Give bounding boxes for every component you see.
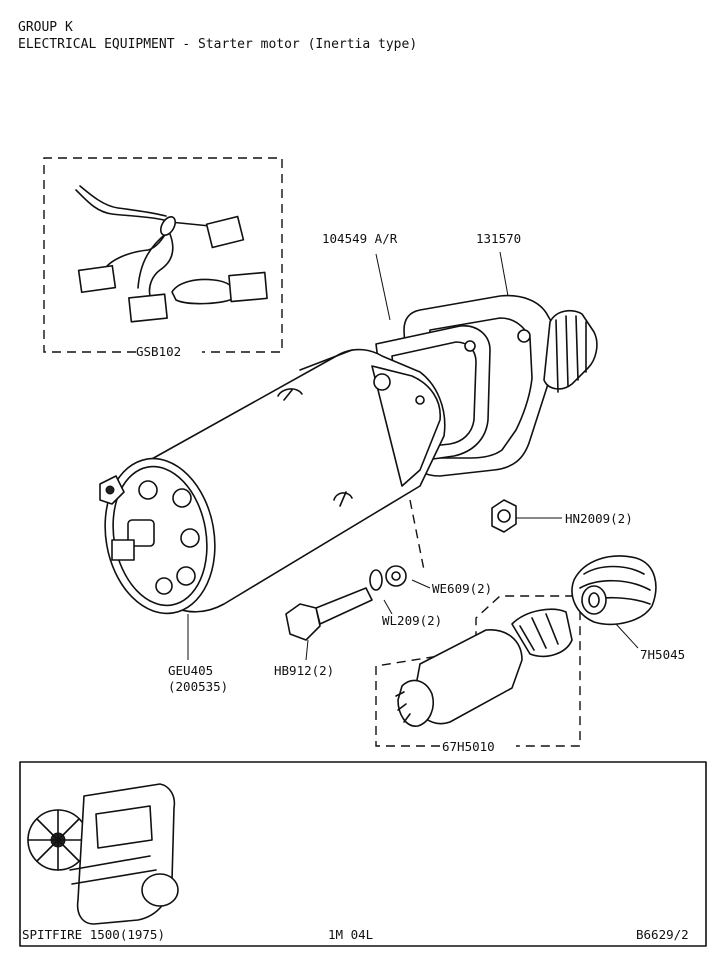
brush-set-drawing bbox=[75, 185, 268, 323]
label-7h5045: 7H5045 bbox=[640, 647, 686, 662]
label-104549: 104549 A/R bbox=[322, 231, 398, 246]
pinion-drive bbox=[395, 608, 573, 727]
group-heading: GROUP K bbox=[18, 20, 73, 35]
drive-assembly-box bbox=[375, 595, 581, 747]
washers bbox=[369, 565, 407, 591]
page-title: ELECTRICAL EQUIPMENT - Starter motor (In… bbox=[18, 37, 418, 52]
label-wl209: WL209(2) bbox=[382, 613, 443, 628]
label-hb912: HB912(2) bbox=[274, 663, 335, 678]
brush-kit-box bbox=[43, 157, 283, 353]
leader-lines bbox=[187, 251, 639, 661]
bolt bbox=[285, 587, 373, 641]
plate-number: B6629/2 bbox=[636, 927, 689, 942]
label-200535: (200535) bbox=[168, 679, 229, 694]
engine-thumbnail bbox=[27, 783, 179, 925]
label-hn2009: HN2009(2) bbox=[565, 511, 633, 526]
label-67h5010: 67H5010 bbox=[442, 739, 495, 754]
model-caption: SPITFIRE 1500(1975) bbox=[22, 927, 165, 942]
label-geu405: GEU405 bbox=[168, 663, 214, 678]
motor-body bbox=[99, 348, 446, 615]
label-we609: WE609(2) bbox=[432, 581, 493, 596]
label-131570: 131570 bbox=[476, 231, 522, 246]
label-gsb102: GSB102 bbox=[136, 344, 182, 359]
spring bbox=[571, 555, 657, 626]
footer-frame bbox=[19, 761, 707, 947]
nut bbox=[491, 499, 517, 533]
page-code: 1M 04L bbox=[328, 927, 374, 942]
